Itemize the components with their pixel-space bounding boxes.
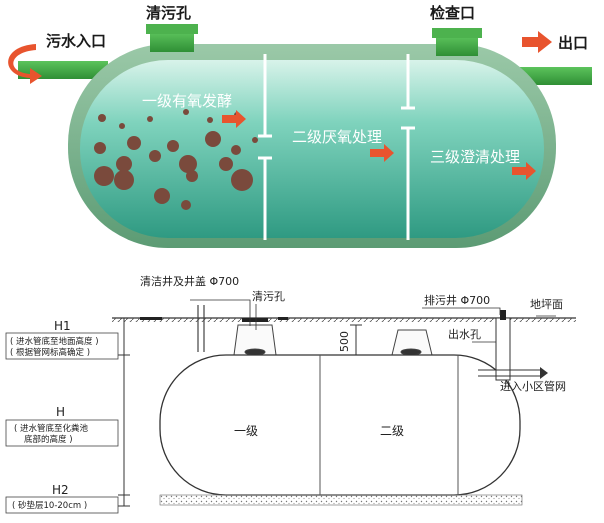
manhole-2 (391, 329, 433, 356)
h2-label: H2 (52, 483, 69, 497)
h2-box (5, 496, 119, 514)
svg-text:( 砂垫层10-20cm ): ( 砂垫层10-20cm ) (12, 500, 87, 511)
outlet-pipe (520, 67, 592, 85)
chamber2-label: 二级 (380, 424, 404, 438)
inlet-pipe (18, 61, 108, 79)
sludge-particles (94, 109, 258, 210)
cleanout-label: 清污孔 (146, 4, 191, 22)
drain-well (478, 310, 548, 381)
stage3-label: 三级澄清处理 (430, 148, 520, 166)
section-cleanout-label: 清污孔 (252, 290, 285, 303)
outlet-label: 出口 (558, 34, 588, 52)
section-tank (159, 354, 521, 496)
svg-text:( 根据管网标高确定 ): ( 根据管网标高确定 ) (10, 347, 90, 358)
ground-label: 地坪面 (530, 298, 563, 311)
sand-bed (159, 494, 523, 506)
outlet-hole-label: 出水孔 (448, 327, 481, 341)
cleanout-riser (150, 32, 194, 52)
baffle-1 (258, 54, 272, 240)
h-box (5, 419, 119, 447)
svg-text:( 进水管底至地面高度 ): ( 进水管底至地面高度 ) (10, 336, 99, 347)
stage1-label: 一级有氧发酵 (142, 92, 232, 110)
depth-label: 500 (338, 331, 351, 352)
inlet-arrow (8, 44, 42, 84)
dimension-line (118, 317, 130, 507)
manhole-1 (233, 318, 277, 356)
section-drawing: 500 清洁井及井盖 Φ700 清污孔 排污井 Φ700 地坪面 出水孔 进入小… (5, 274, 576, 514)
manhole-label: 清洁井及井盖 Φ700 (140, 274, 239, 288)
baffle-2 (401, 54, 415, 240)
h1-label: H1 (54, 319, 71, 333)
tank-illustration: 污水入口 清污孔 检查口 出口 一级有氧发酵 二级厌氧处理 三级澄清处理 (8, 4, 592, 248)
flow-arrows (222, 110, 536, 180)
svg-text:( 进水管底至化粪池: ( 进水管底至化粪池 (14, 423, 89, 434)
h1-box (5, 332, 119, 360)
svg-text:底部的高度 ): 底部的高度 ) (24, 434, 73, 445)
network-label: 进入小区管网 (500, 379, 566, 393)
drain-well-label: 排污井 Φ700 (424, 293, 490, 307)
inlet-label: 污水入口 (46, 32, 106, 50)
outlet-arrow (522, 31, 552, 53)
inspection-riser (436, 36, 478, 56)
stage2-label: 二级厌氧处理 (292, 128, 382, 146)
h-label: H (56, 405, 65, 419)
tank-inner (80, 60, 544, 238)
chamber1-label: 一级 (234, 424, 258, 438)
inspection-label: 检查口 (430, 4, 475, 22)
